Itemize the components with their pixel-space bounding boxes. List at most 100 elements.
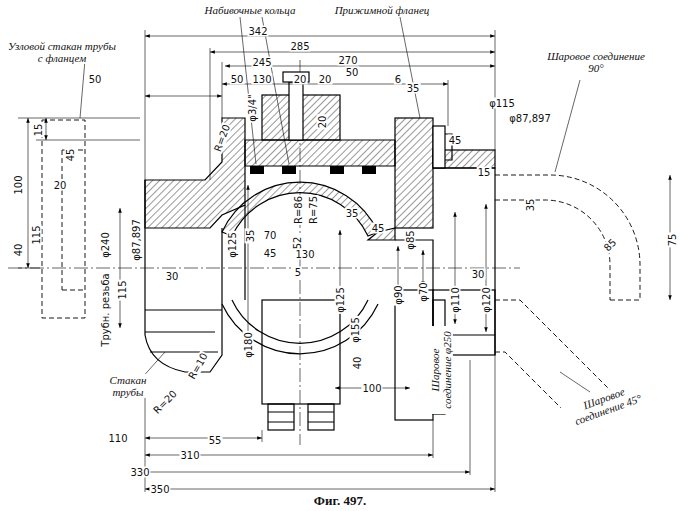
ghost-outlines [495, 175, 640, 300]
outlines [145, 310, 222, 352]
dimension-label: 330 [129, 467, 150, 478]
section-walls [245, 140, 395, 166]
dimension-label: 45 [65, 148, 76, 163]
leader-lines [555, 80, 580, 172]
packing-rings [250, 166, 376, 174]
dimension-label: 310 [179, 450, 200, 461]
note-label: Узловой стакан трубы с фланцем [5, 40, 119, 64]
outlines [145, 168, 495, 420]
dimension-label: R=10 [186, 350, 211, 382]
figure-caption: Фиг. 497. [313, 494, 367, 508]
bolts [289, 82, 303, 140]
bolts [268, 404, 294, 430]
dimension-label: 110 [107, 433, 128, 444]
dimension-label: Трубн. резьба [100, 272, 111, 347]
bolts [268, 412, 334, 422]
dimension-label: 6 [394, 74, 402, 85]
dimension-lines [210, 52, 495, 53]
section-walls [395, 118, 433, 228]
ghost-outlines [495, 200, 610, 300]
dimension-label: φ3/4" [247, 93, 258, 122]
dimension-label: 5 [294, 267, 302, 278]
dimension-lines [46, 118, 47, 140]
dimension-label: 245 [251, 57, 272, 68]
note-label: Стакан трубы [96, 374, 160, 398]
dimension-label: 50 [230, 74, 245, 85]
dimension-label: φ87,897 [508, 113, 552, 124]
bolts [268, 72, 452, 430]
dimension-lines [28, 118, 29, 268]
dimension-label: φ110 [450, 286, 461, 314]
dimension-label: 270 [337, 55, 358, 66]
note-label: Шаровое соединение 90° [545, 50, 647, 74]
dimension-label: φ155 [350, 316, 361, 344]
dimension-label: 20 [317, 115, 328, 130]
dimension-lines [18, 118, 140, 268]
dimension-lines [18, 30, 670, 492]
dimension-label: 35 [345, 208, 360, 219]
dimension-label: 15 [33, 123, 44, 138]
packing-rings [282, 166, 296, 174]
dimension-label: 45 [448, 135, 463, 146]
dimension-label: φ115 [488, 98, 516, 109]
leader-lines [80, 17, 590, 392]
dimension-label: φ120 [481, 286, 492, 314]
bolts [308, 404, 334, 430]
dimension-label: 30 [471, 269, 486, 280]
dimension-label: 15 [477, 167, 492, 178]
leader-lines [560, 372, 590, 392]
outlines [262, 300, 340, 404]
dimension-label: 100 [361, 383, 382, 394]
bolts [433, 126, 445, 168]
dimension-label: 50 [345, 67, 360, 78]
ghost-outlines [62, 150, 85, 290]
dimension-lines [145, 30, 495, 180]
dimension-lines [145, 96, 222, 97]
dimension-label: 20 [293, 74, 308, 85]
dimension-label: 35 [245, 229, 256, 244]
dimension-lines [120, 208, 121, 328]
outlines [222, 205, 245, 300]
dimension-label: 45 [263, 248, 278, 259]
ghost-outlines [42, 120, 85, 318]
dimension-label: 342 [247, 26, 268, 37]
dimension-label: φ125 [335, 286, 346, 314]
dimension-label: φ70 [418, 281, 429, 302]
dimension-lines [145, 489, 495, 490]
dimension-label: 40 [13, 243, 24, 258]
dimension-label: 350 [149, 484, 170, 495]
leader-lines [400, 17, 420, 118]
packing-rings [362, 166, 376, 174]
dimension-lines [248, 185, 249, 352]
dimension-label: R=86 [293, 195, 304, 225]
dimension-label: 20 [53, 180, 68, 191]
packing-rings [250, 166, 264, 174]
dimension-lines [145, 472, 470, 473]
dimension-label: 30 [165, 271, 180, 282]
dimension-label: 50 [88, 74, 103, 85]
dimension-label: 20 [318, 74, 333, 85]
note-label: Набивочные кольца [204, 4, 297, 16]
dimension-lines [145, 438, 262, 439]
outlines [395, 290, 433, 420]
dimension-label: 115 [117, 279, 128, 300]
dimension-label: 285 [289, 41, 310, 52]
leader-lines [80, 60, 85, 118]
ghost-outlines [495, 300, 612, 392]
dimension-label: φ85 [405, 229, 416, 250]
ghost-outlines [610, 300, 640, 301]
dimension-label: 85 [601, 236, 619, 254]
dimension-label: φ87,897 [131, 218, 142, 262]
dimension-label: 130 [294, 249, 315, 260]
ghost-outlines [42, 120, 640, 419]
dimension-label: 35 [525, 198, 536, 213]
packing-rings [330, 166, 344, 174]
leader-lines [240, 17, 289, 164]
dimension-lines [145, 36, 495, 37]
note-label: Шаровое соединение φ250 [429, 326, 453, 414]
dimension-label: R=75 [308, 195, 319, 225]
dimension-label: φ180 [243, 331, 254, 359]
note-label: Шаровое соединение 45° [556, 376, 656, 432]
section-walls [145, 118, 245, 228]
